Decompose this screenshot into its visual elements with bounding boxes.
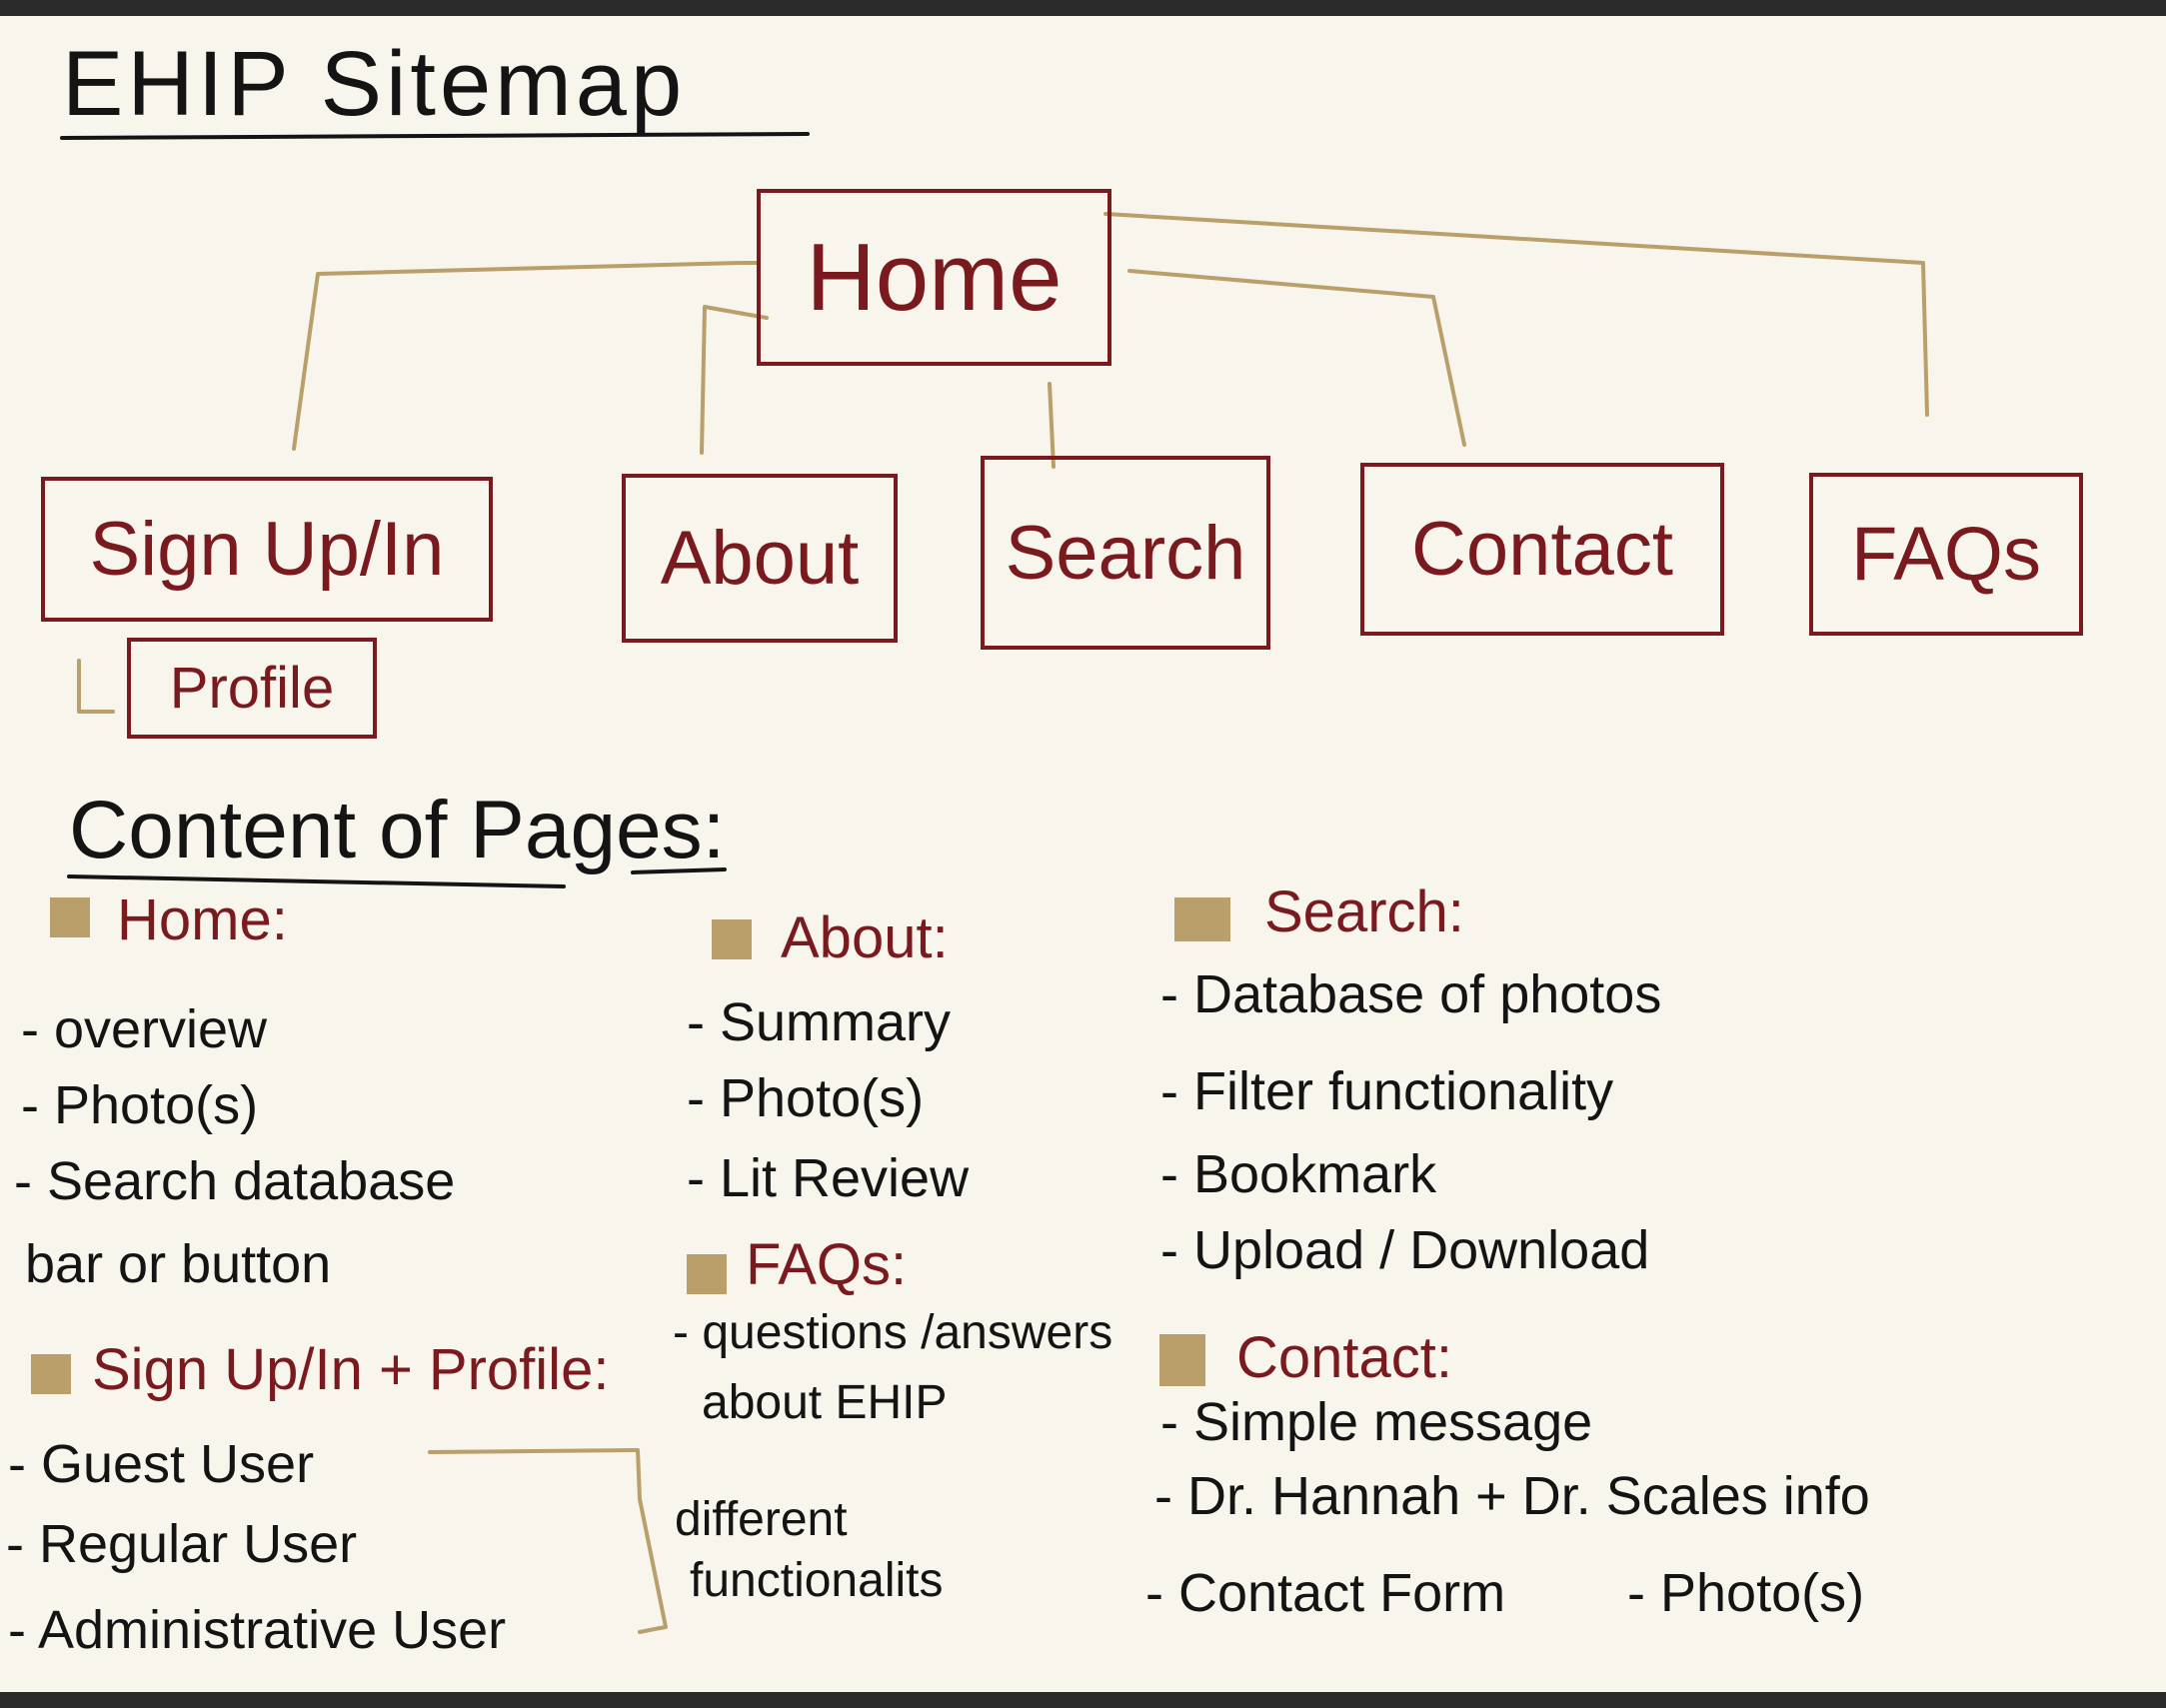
list-item: - Lit Review <box>687 1148 970 1208</box>
section-faqs-label: FAQs: <box>746 1232 908 1297</box>
node-home: Home <box>757 189 1111 366</box>
list-item: - Dr. Hannah + Dr. Scales info <box>1154 1466 1870 1526</box>
bullet-icon <box>712 919 752 959</box>
node-search: Search <box>981 456 1270 650</box>
list-item: - Photo(s) <box>21 1075 259 1135</box>
bracket-note: different <box>675 1493 848 1546</box>
list-item: - overview <box>21 999 268 1059</box>
list-item: - Upload / Download <box>1160 1220 1650 1280</box>
node-faqs: FAQs <box>1809 473 2083 636</box>
connector-home-faqs <box>1103 212 1929 417</box>
list-item: - Contact Form <box>1145 1563 1506 1623</box>
list-item: - Simple message <box>1160 1392 1593 1452</box>
list-item: - Photo(s) <box>1627 1563 1865 1623</box>
section-signup-label: Sign Up/In + Profile: <box>92 1337 610 1402</box>
bullet-icon <box>687 1254 727 1294</box>
top-border <box>0 0 2166 16</box>
section-about-label: About: <box>781 905 949 970</box>
list-item: - Guest User <box>8 1434 315 1494</box>
section-home-label: Home: <box>117 887 288 952</box>
list-item: - Bookmark <box>1160 1144 1437 1204</box>
list-item: - Summary <box>687 992 952 1052</box>
list-item: - questions /answers <box>673 1306 1113 1359</box>
list-item: - Administrative User <box>8 1600 507 1660</box>
bottom-border <box>0 1692 2166 1708</box>
bullet-icon <box>1174 897 1230 941</box>
page-title: EHIP Sitemap <box>62 33 687 135</box>
list-item: about EHIP <box>702 1376 948 1429</box>
node-about: About <box>622 474 898 643</box>
node-profile: Profile <box>127 638 377 739</box>
bullet-icon <box>31 1354 71 1394</box>
content-heading: Content of Pages: <box>69 785 726 875</box>
list-item: - Search database <box>14 1151 456 1211</box>
user-bracket <box>428 1448 668 1634</box>
content-underline <box>67 874 566 888</box>
section-contact-label: Contact: <box>1236 1325 1452 1390</box>
list-item: bar or button <box>25 1234 332 1294</box>
connector-home-search <box>1048 382 1056 469</box>
node-contact: Contact <box>1360 463 1724 636</box>
bullet-icon <box>1159 1334 1205 1386</box>
list-item: - Database of photos <box>1160 964 1662 1024</box>
node-sign-up-in: Sign Up/In <box>41 477 493 622</box>
bullet-icon <box>50 897 90 937</box>
connector-home-signup <box>292 261 759 451</box>
connector-signup-profile <box>77 659 115 714</box>
list-item: - Filter functionality <box>1160 1061 1614 1121</box>
list-item: - Regular User <box>6 1514 358 1574</box>
list-item: - Photo(s) <box>687 1068 925 1128</box>
section-search-label: Search: <box>1264 879 1464 944</box>
content-underline-2 <box>631 867 727 874</box>
title-underline <box>60 132 810 140</box>
connector-home-contact <box>1127 269 1466 447</box>
connector-home-about <box>700 305 769 455</box>
bracket-note: functionalits <box>690 1554 944 1607</box>
